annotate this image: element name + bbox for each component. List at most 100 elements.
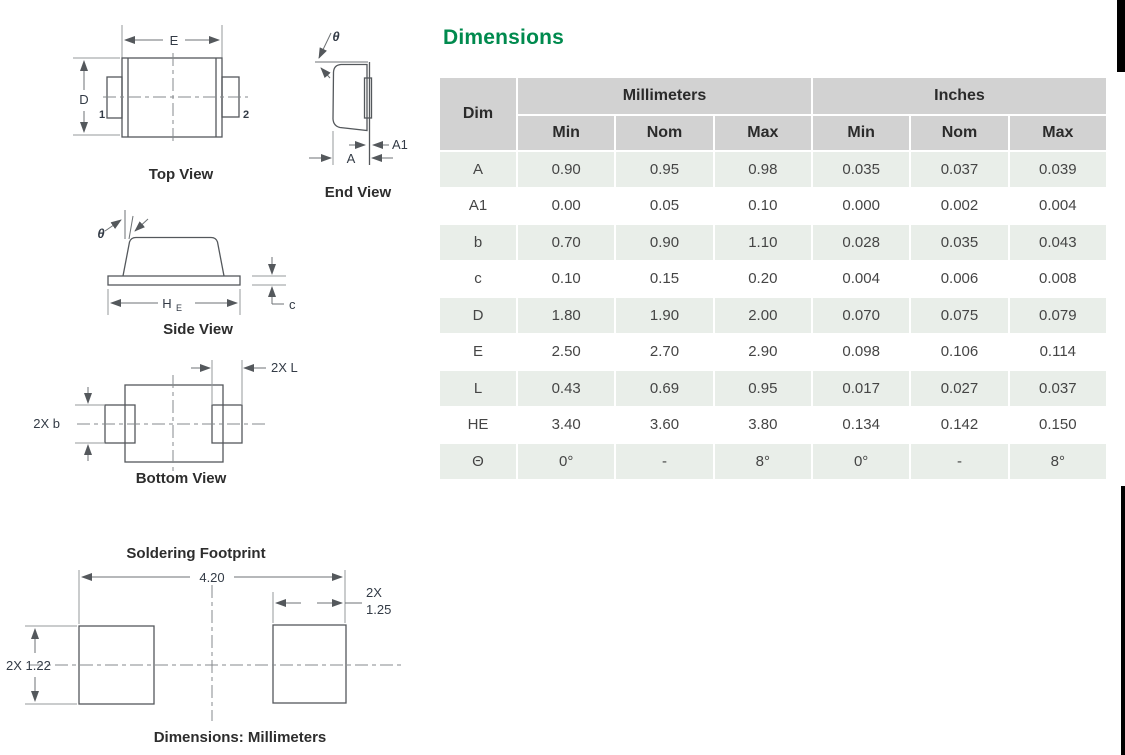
value-cell: 0.106 (911, 334, 1010, 371)
in-max-header: Max (1009, 116, 1108, 152)
value-cell: 0° (812, 444, 912, 481)
value-cell: 0.142 (911, 407, 1010, 444)
dim-cell: Θ (440, 444, 518, 481)
label-e: E (170, 33, 179, 48)
value-cell: 0.95 (616, 152, 715, 189)
table-row: E 2.50 2.70 2.90 0.098 0.106 0.114 (440, 334, 1108, 371)
value-cell: - (911, 444, 1010, 481)
dim-cell: D (440, 298, 518, 335)
value-cell: 1.10 (714, 225, 813, 262)
value-cell: - (616, 444, 715, 481)
table-row: b 0.70 0.90 1.10 0.028 0.035 0.043 (440, 225, 1108, 262)
dimensions-table: Dim Millimeters Inches Min Nom Max Min N… (440, 78, 1108, 481)
table-row: HE 3.40 3.60 3.80 0.134 0.142 0.150 (440, 407, 1108, 444)
label-2x122: 2X 1.22 (6, 658, 51, 673)
value-cell: 2.70 (616, 334, 715, 371)
value-cell: 0.134 (812, 407, 912, 444)
label-420: 4.20 (199, 570, 224, 585)
value-cell: 0.70 (518, 225, 617, 262)
millimeters-group-header: Millimeters (518, 78, 813, 116)
dim-cell: c (440, 261, 518, 298)
value-cell: 0.10 (518, 261, 617, 298)
page-title: Dimensions (443, 26, 565, 49)
table-row: D 1.80 1.90 2.00 0.070 0.075 0.079 (440, 298, 1108, 335)
value-cell: 0.150 (1009, 407, 1108, 444)
dimension-theta: θ (97, 210, 149, 241)
value-cell: 0.10 (714, 188, 813, 225)
dimension-d: D (73, 57, 120, 136)
dimension-b: 2X b (33, 387, 105, 461)
value-cell: 0.114 (1009, 334, 1108, 371)
table-group-header-row: Dim Millimeters Inches (440, 78, 1108, 152)
value-cell: 0.098 (812, 334, 912, 371)
value-cell: 0.070 (812, 298, 912, 335)
top-view-title: Top View (149, 166, 214, 183)
mm-nom-header: Nom (616, 116, 715, 152)
top-view-drawing: E D 1 2 Top View (73, 25, 249, 183)
dimension-c: c (252, 257, 296, 312)
dimension-pad-width: 2X 1.25 (272, 585, 391, 623)
page-edge-mark-bottom (1121, 486, 1125, 755)
value-cell: 0.017 (812, 371, 912, 408)
value-cell: 2.50 (518, 334, 617, 371)
value-cell: 1.90 (616, 298, 715, 335)
value-cell: 0.035 (812, 152, 912, 189)
label-he-subscript: E (176, 303, 182, 313)
dim-cell: L (440, 371, 518, 408)
dim-cell: E (440, 334, 518, 371)
side-view-drawing: θ c H E Side View (97, 210, 296, 338)
value-cell: 0.027 (911, 371, 1010, 408)
mm-min-header: Min (518, 116, 617, 152)
value-cell: 2.90 (714, 334, 813, 371)
centerlines (30, 585, 405, 721)
value-cell: 0.000 (812, 188, 912, 225)
value-cell: 0.90 (518, 152, 617, 189)
centerlines (103, 53, 248, 142)
dimension-width: 4.20 (78, 570, 346, 624)
label-c: c (289, 297, 296, 312)
value-cell: 0.004 (812, 261, 912, 298)
inches-group-header: Inches (812, 78, 1108, 116)
dim-cell: HE (440, 407, 518, 444)
dimension-a1: A1 (349, 137, 408, 152)
value-cell: 0.075 (911, 298, 1010, 335)
bottom-view-drawing: 2X L 2X b Bottom View (33, 360, 298, 487)
value-cell: 0.006 (911, 261, 1010, 298)
dimension-pad-height: 2X 1.22 (6, 625, 77, 705)
value-cell: 0.00 (518, 188, 617, 225)
mm-max-header: Max (714, 116, 813, 152)
pin-2-label: 2 (243, 109, 249, 121)
value-cell: 0° (518, 444, 617, 481)
label-2xb: 2X b (33, 416, 60, 431)
dim-cell: b (440, 225, 518, 262)
label-d: D (79, 92, 88, 107)
value-cell: 8° (1009, 444, 1108, 481)
label-a: A (347, 151, 356, 166)
value-cell: 0.15 (616, 261, 715, 298)
value-cell: 2.00 (714, 298, 813, 335)
package-body-side (107, 236, 241, 286)
table-row: A 0.90 0.95 0.98 0.035 0.037 0.039 (440, 152, 1108, 189)
pin-1-label: 1 (99, 109, 105, 121)
label-2x: 2X (366, 585, 382, 600)
table-row: Θ 0° - 8° 0° - 8° (440, 444, 1108, 481)
value-cell: 0.98 (714, 152, 813, 189)
in-min-header: Min (812, 116, 912, 152)
value-cell: 0.037 (911, 152, 1010, 189)
dim-column-header: Dim (440, 78, 518, 152)
value-cell: 0.004 (1009, 188, 1108, 225)
value-cell: 0.69 (616, 371, 715, 408)
dimensions-table-container: Dim Millimeters Inches Min Nom Max Min N… (440, 78, 1108, 481)
dimension-l: 2X L (191, 360, 298, 405)
value-cell: 0.008 (1009, 261, 1108, 298)
dimension-e: E (121, 25, 223, 58)
centerlines (77, 375, 268, 472)
value-cell: 0.90 (616, 225, 715, 262)
value-cell: 0.43 (518, 371, 617, 408)
footprint-title: Soldering Footprint (126, 545, 265, 562)
value-cell: 3.60 (616, 407, 715, 444)
label-theta: θ (332, 29, 339, 44)
table-row: c 0.10 0.15 0.20 0.004 0.006 0.008 (440, 261, 1108, 298)
value-cell: 3.40 (518, 407, 617, 444)
end-view-title: End View (325, 184, 392, 201)
